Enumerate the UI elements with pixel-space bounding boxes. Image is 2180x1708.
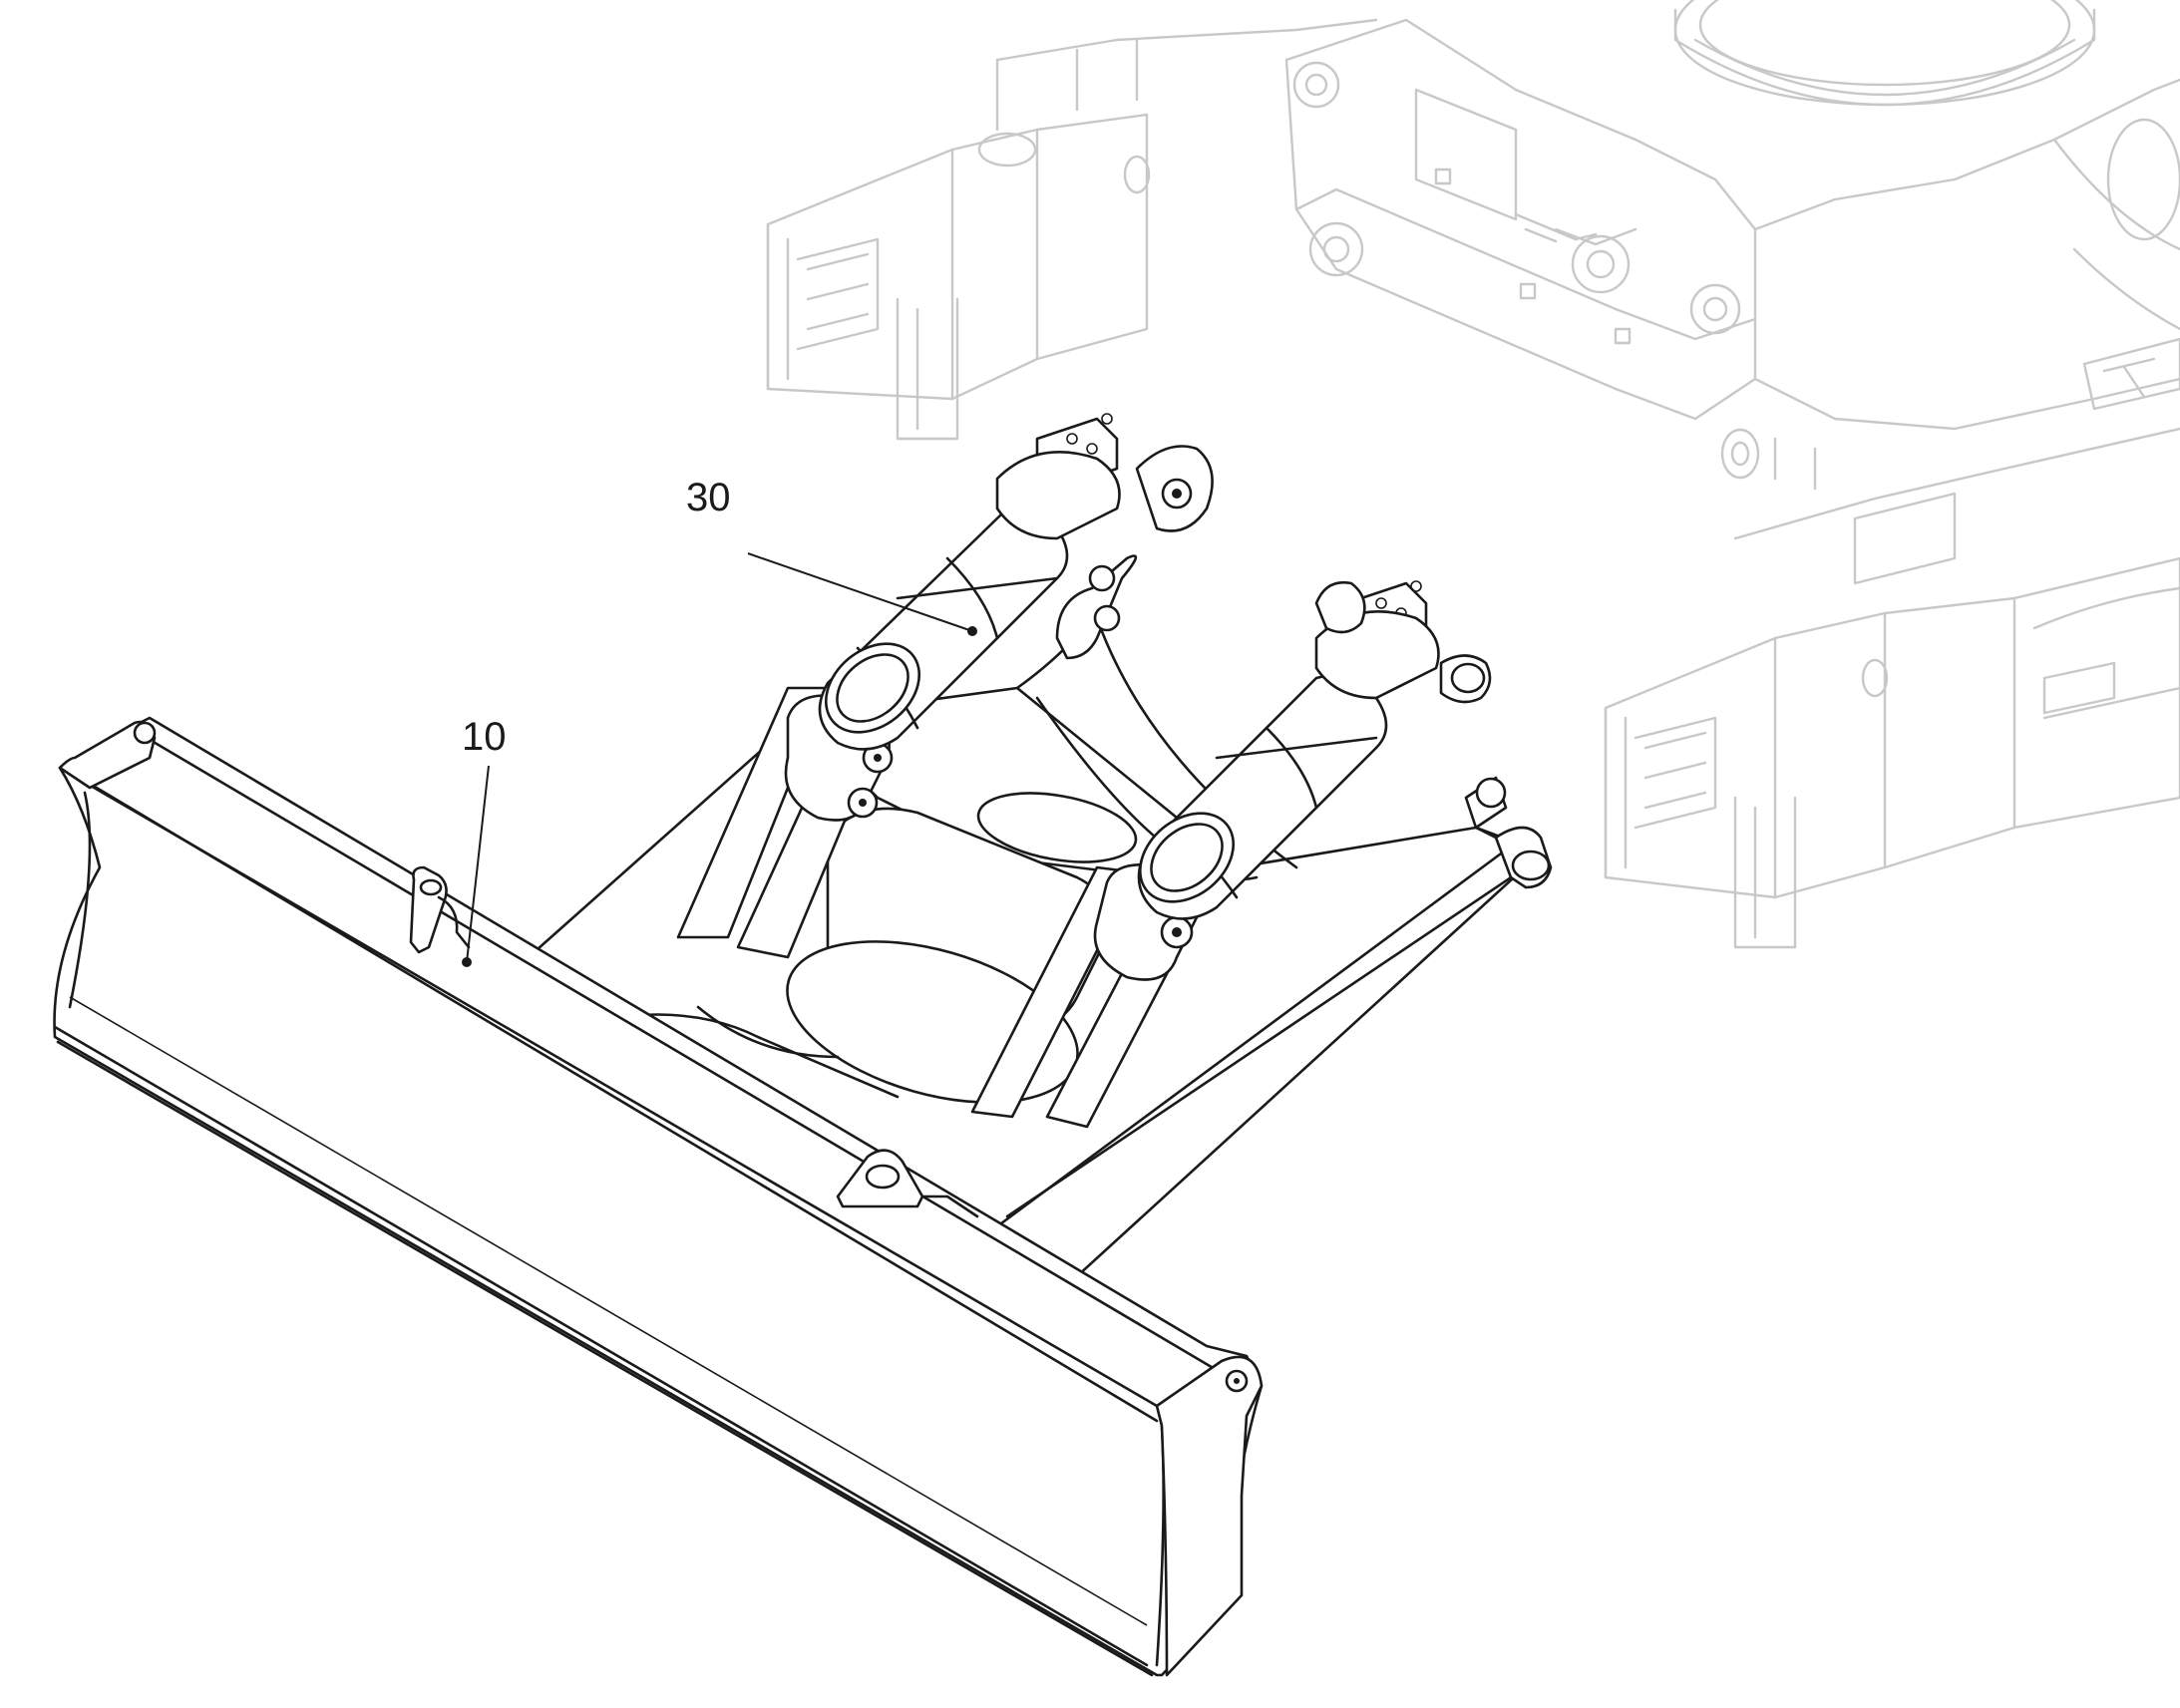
callout-label-30: 30 (686, 476, 731, 519)
cutting-edge (53, 1025, 1149, 1667)
hydraulic-cylinder-right (1137, 580, 1492, 920)
callout-label-10: 10 (462, 715, 507, 759)
blade-right-end-plate (1155, 1355, 1264, 1677)
upper-anchor-bracket (1055, 554, 1138, 660)
callout-cylinder: 30 (686, 476, 977, 636)
center-cross-member (1284, 18, 1757, 421)
dozer-blade-assembly (53, 413, 1553, 1677)
callout-blade: 10 (462, 715, 507, 967)
hydraulic-cylinder-left (818, 413, 1214, 751)
center-opening (976, 792, 1138, 863)
dozer-blade (53, 716, 1264, 1677)
right-pivot-eye (1475, 777, 1507, 809)
undercarriage-frame-ghost (766, 0, 2180, 949)
slewing-ring (1673, 0, 2096, 107)
right-track-frame (1604, 556, 2180, 899)
